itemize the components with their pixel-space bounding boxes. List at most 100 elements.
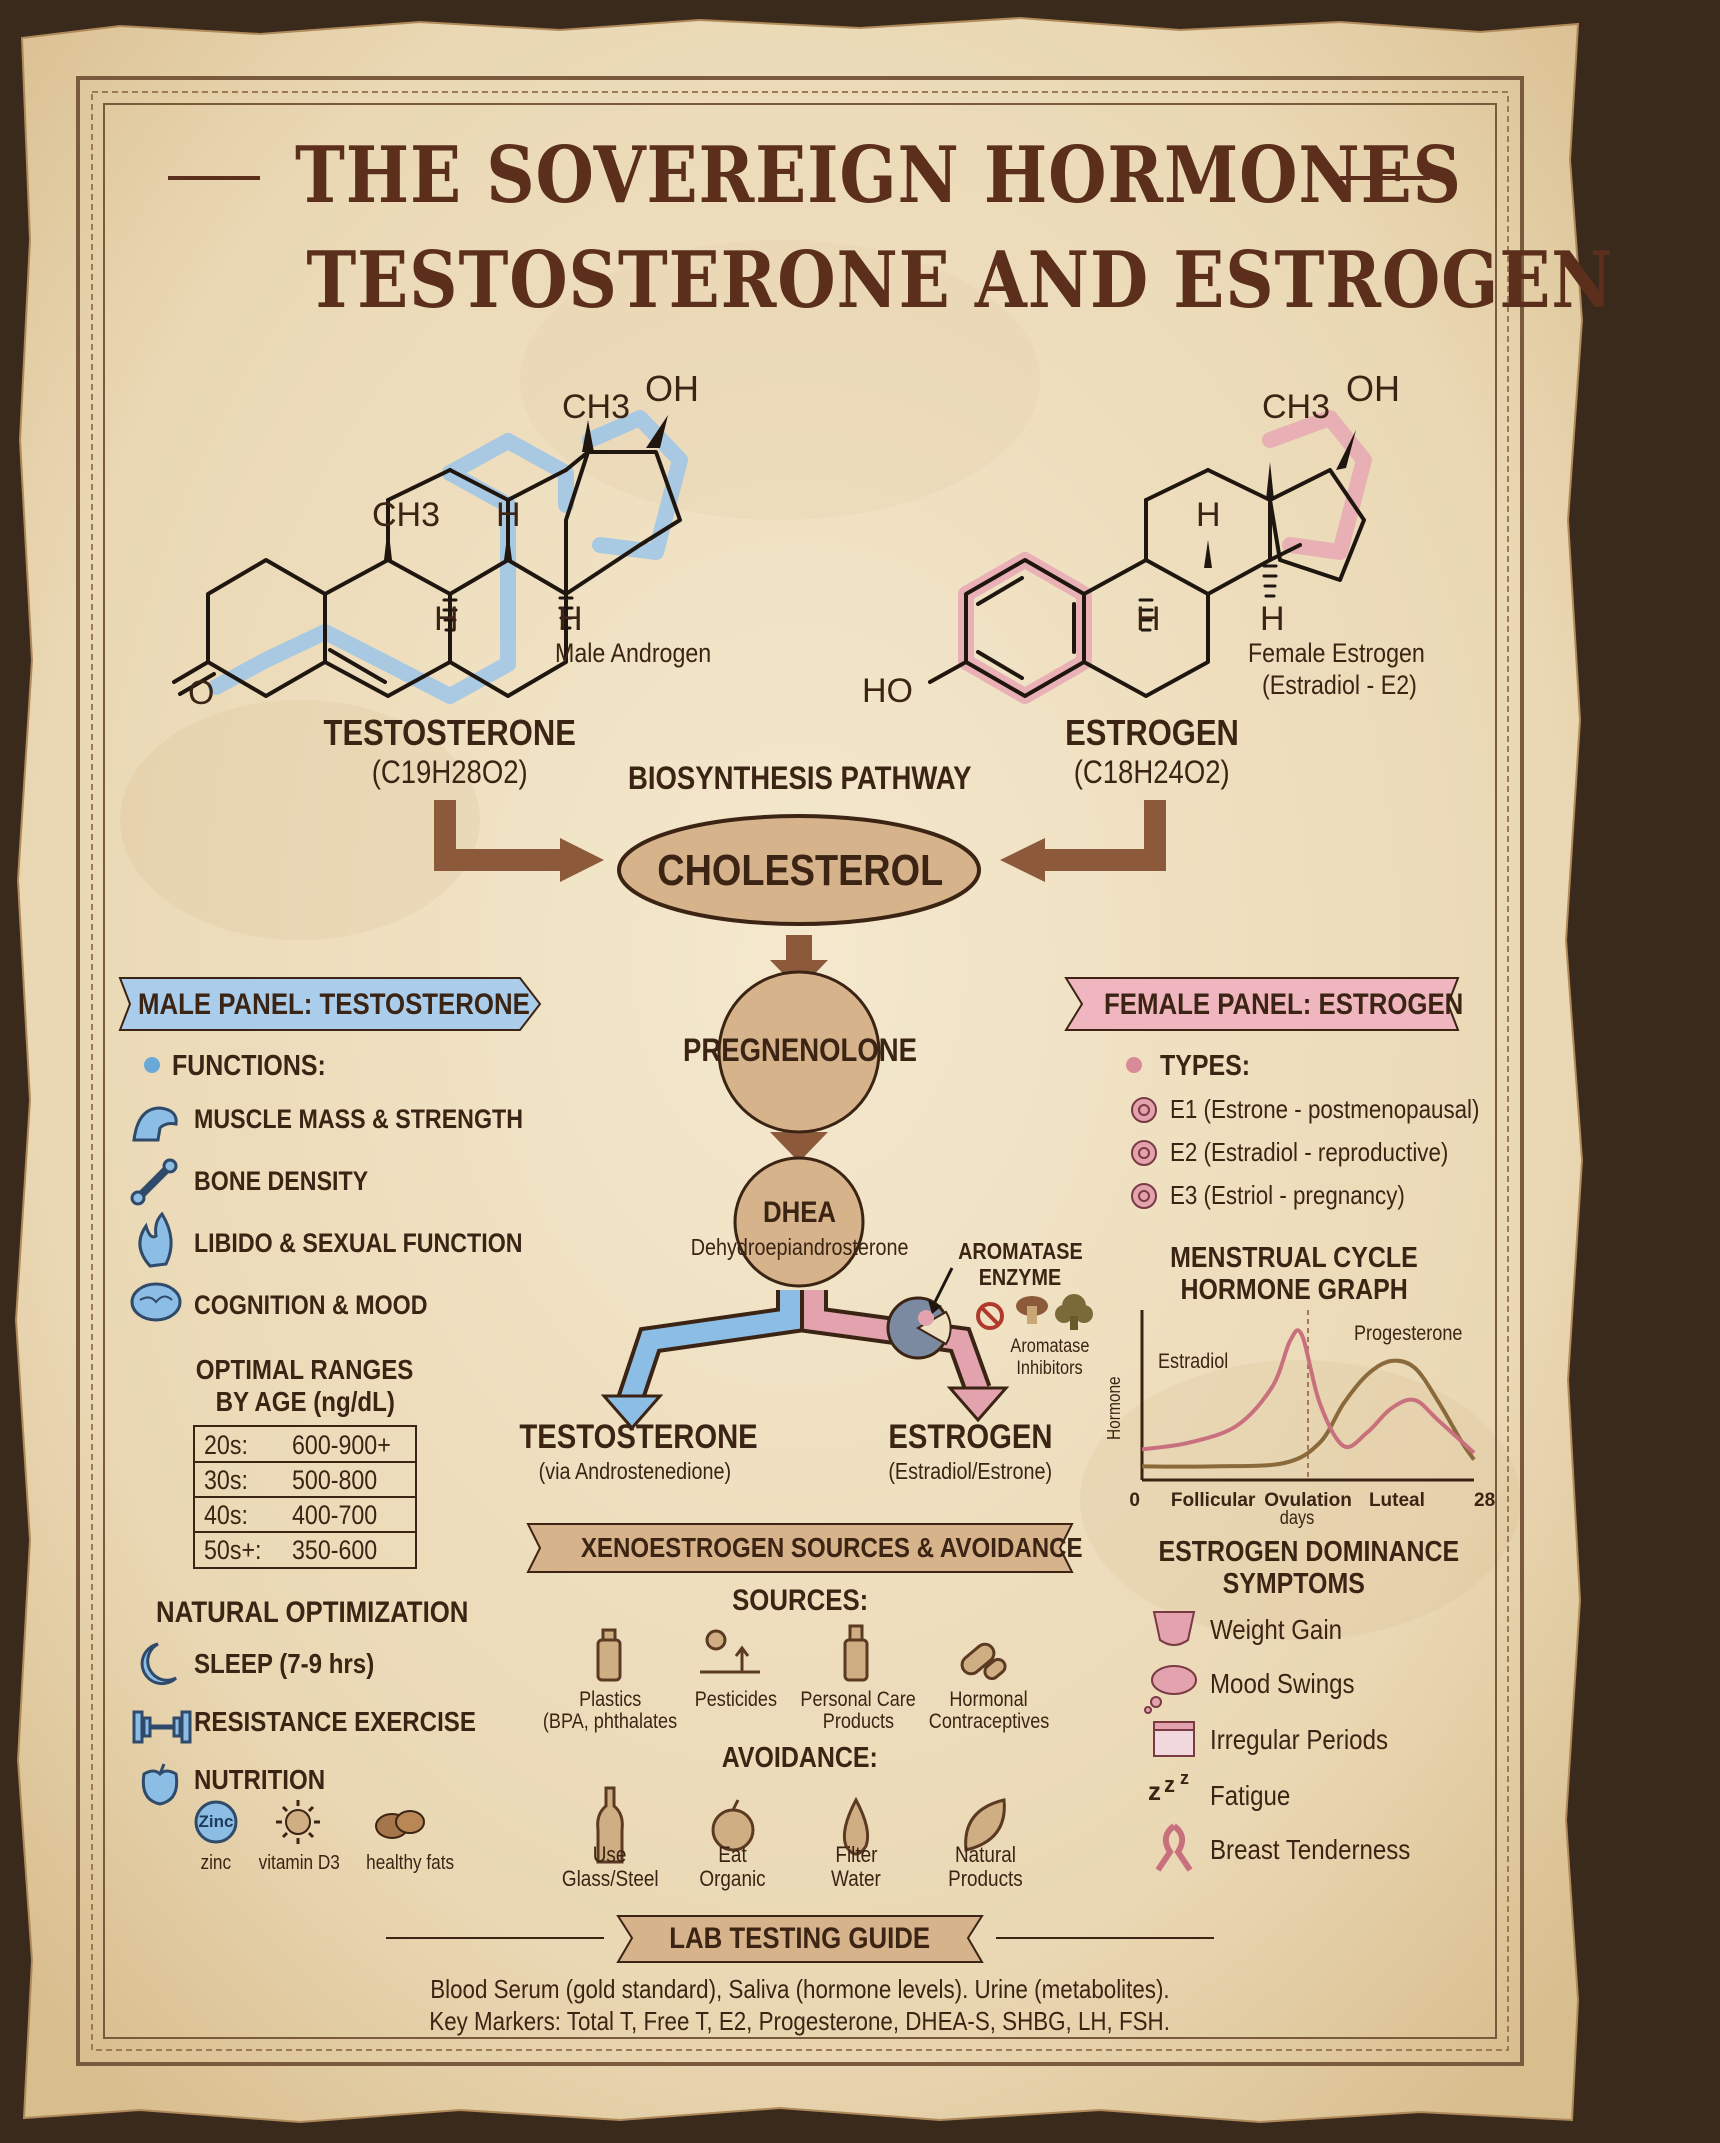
source-1-line1: Pesticides — [694, 1688, 778, 1711]
estrogen-name: ESTROGEN — [1065, 712, 1239, 753]
range-value-1: 500-800 — [292, 1465, 378, 1495]
avoid-0-line1: Use — [593, 1842, 627, 1867]
t-oh: OH — [645, 368, 699, 409]
t-ch3-mid: CH3 — [372, 496, 441, 534]
cholesterol-oval — [617, 814, 981, 926]
source-3-line2: Contraceptives — [928, 1710, 1050, 1733]
female-type-icons — [1131, 1097, 1157, 1209]
female-type-1: E2 (Estradiol - reproductive) — [1170, 1137, 1449, 1167]
female-type-0: E1 (Estrone - postmenopausal) — [1170, 1094, 1480, 1124]
pathway-estrogen: ESTROGEN — [887, 1418, 1053, 1456]
optimization-icons — [132, 1642, 238, 1844]
graph-heading-line1: MENSTRUAL CYCLE — [1170, 1242, 1418, 1274]
range-value-3: 350-600 — [292, 1535, 378, 1565]
male-function-1: BONE DENSITY — [194, 1166, 369, 1196]
t-ch3-top: CH3 — [562, 388, 631, 426]
e-ch3-top: CH3 — [1262, 388, 1331, 426]
lab-banner-shape — [616, 1915, 984, 1963]
t-h-upper: H — [496, 496, 521, 534]
e-ho: HO — [862, 672, 913, 710]
x-tick-label: Ovulation — [1264, 1490, 1352, 1511]
source-0-line2: (BPA, phthalates — [542, 1710, 678, 1733]
estrogen-formula: (C18H24O2) — [1073, 754, 1231, 790]
e-h-right: H — [1260, 600, 1285, 638]
symptom-1: Mood Swings — [1210, 1668, 1355, 1699]
x-tick-label: 28 — [1474, 1490, 1495, 1511]
male-panel-banner: MALE PANEL: TESTOSTERONE — [138, 988, 530, 1021]
avoid-2-line1: Filter — [834, 1842, 878, 1867]
female-banner-shape — [1064, 977, 1460, 1031]
aromatase-label-line2: ENZYME — [978, 1264, 1062, 1290]
source-2-line2: Products — [822, 1710, 894, 1733]
male-banner-shape — [118, 977, 542, 1031]
graph-heading-line2: HORMONE GRAPH — [1180, 1274, 1408, 1306]
e-oh: OH — [1346, 368, 1400, 409]
zinc-badge: Zinc — [198, 1812, 234, 1831]
pathway-heading: BIOSYNTHESIS PATHWAY — [628, 760, 972, 796]
sources-heading: SOURCES: — [731, 1584, 869, 1617]
inhibitors-label-line2: Inhibitors — [1016, 1358, 1084, 1379]
t-h-right: H — [558, 600, 583, 638]
series-line-estradiol — [1141, 1328, 1476, 1455]
symptom-3: Fatigue — [1210, 1780, 1291, 1811]
testosterone-name: TESTOSTERONE — [323, 712, 577, 753]
series-label-estradiol: Estradiol — [1158, 1350, 1229, 1373]
estrogen-molecule — [928, 410, 1372, 704]
series-line-progesterone — [1141, 1358, 1476, 1469]
e-h-upper: H — [1196, 496, 1221, 534]
svg-text:z: z — [1180, 1768, 1189, 1788]
avoid-3-line2: Products — [947, 1866, 1023, 1891]
nutrient-2: healthy fats — [366, 1852, 454, 1874]
optimization-2: NUTRITION — [194, 1764, 326, 1795]
avoid-2-line2: Water — [831, 1866, 881, 1891]
svg-text:z: z — [1148, 1776, 1161, 1806]
female-types-heading: TYPES: — [1160, 1050, 1251, 1082]
page-title-line2: TESTOSTERONE AND ESTROGEN — [306, 235, 1614, 326]
pathway-testosterone-sub: (via Androstenedione) — [538, 1458, 732, 1484]
optimization-1: RESISTANCE EXERCISE — [194, 1706, 476, 1737]
avoid-0-line2: Glass/Steel — [561, 1866, 659, 1891]
male-function-3: COGNITION & MOOD — [194, 1290, 428, 1320]
nutrient-0: zinc — [200, 1852, 232, 1874]
nutrient-icons — [276, 1800, 425, 1844]
cholesterol-label: CHOLESTEROL — [657, 846, 943, 895]
pathway-testosterone: TESTOSTERONE — [519, 1418, 758, 1456]
pregnenolone-circle — [717, 970, 881, 1134]
estrogen-caption-line2: (Estradiol - E2) — [1262, 670, 1417, 700]
x-tick-label: Luteal — [1369, 1490, 1425, 1511]
t-h-left: H — [434, 600, 459, 638]
symptoms-heading-line1: ESTROGEN DOMINANCE — [1158, 1536, 1460, 1568]
testosterone-molecule — [172, 410, 688, 704]
avoid-3-line1: Natural — [954, 1842, 1016, 1867]
male-function-icons — [130, 1106, 182, 1322]
series-label-progesterone: Progesterone — [1354, 1322, 1463, 1345]
female-type-2: E3 (Estriol - pregnancy) — [1170, 1180, 1405, 1210]
chart-y-label: Hormone — [1104, 1376, 1124, 1440]
avoidance-icons — [596, 1786, 1006, 1864]
estrogen-caption-line1: Female Estrogen — [1248, 638, 1425, 668]
ranges-heading-line1: OPTIMAL RANGES — [196, 1354, 414, 1385]
testosterone-caption: Male Androgen — [555, 638, 712, 668]
source-icons — [596, 1624, 1007, 1682]
pathway-arrows — [434, 800, 1166, 1162]
male-function-2: LIBIDO & SEXUAL FUNCTION — [194, 1228, 523, 1258]
optimization-heading: NATURAL OPTIMIZATION — [156, 1596, 469, 1629]
t-o: O — [188, 674, 215, 712]
symptom-icons: z z z — [1144, 1611, 1197, 1872]
dhea-label: DHEA — [763, 1196, 837, 1229]
ranges-heading-line2: BY AGE (ng/dL) — [215, 1386, 395, 1417]
male-function-0: MUSCLE MASS & STRENGTH — [194, 1104, 523, 1134]
source-2-line1: Personal Care — [800, 1688, 916, 1711]
xeno-banner-shape — [526, 1523, 1074, 1573]
female-panel-banner: FEMALE PANEL: ESTROGEN — [1104, 988, 1464, 1021]
lab-line2: Key Markers: Total T, Free T, E2, Proges… — [429, 2006, 1171, 2036]
pathway-estrogen-sub: (Estradiol/Estrone) — [888, 1458, 1052, 1484]
lab-banner: LAB TESTING GUIDE — [669, 1922, 931, 1955]
source-3-line1: Hormonal — [949, 1688, 1029, 1711]
avoidance-heading: AVOIDANCE: — [721, 1742, 879, 1774]
range-age-3: 50s+: — [204, 1535, 262, 1565]
ranges-table — [193, 1425, 417, 1569]
range-age-2: 40s: — [204, 1500, 248, 1530]
